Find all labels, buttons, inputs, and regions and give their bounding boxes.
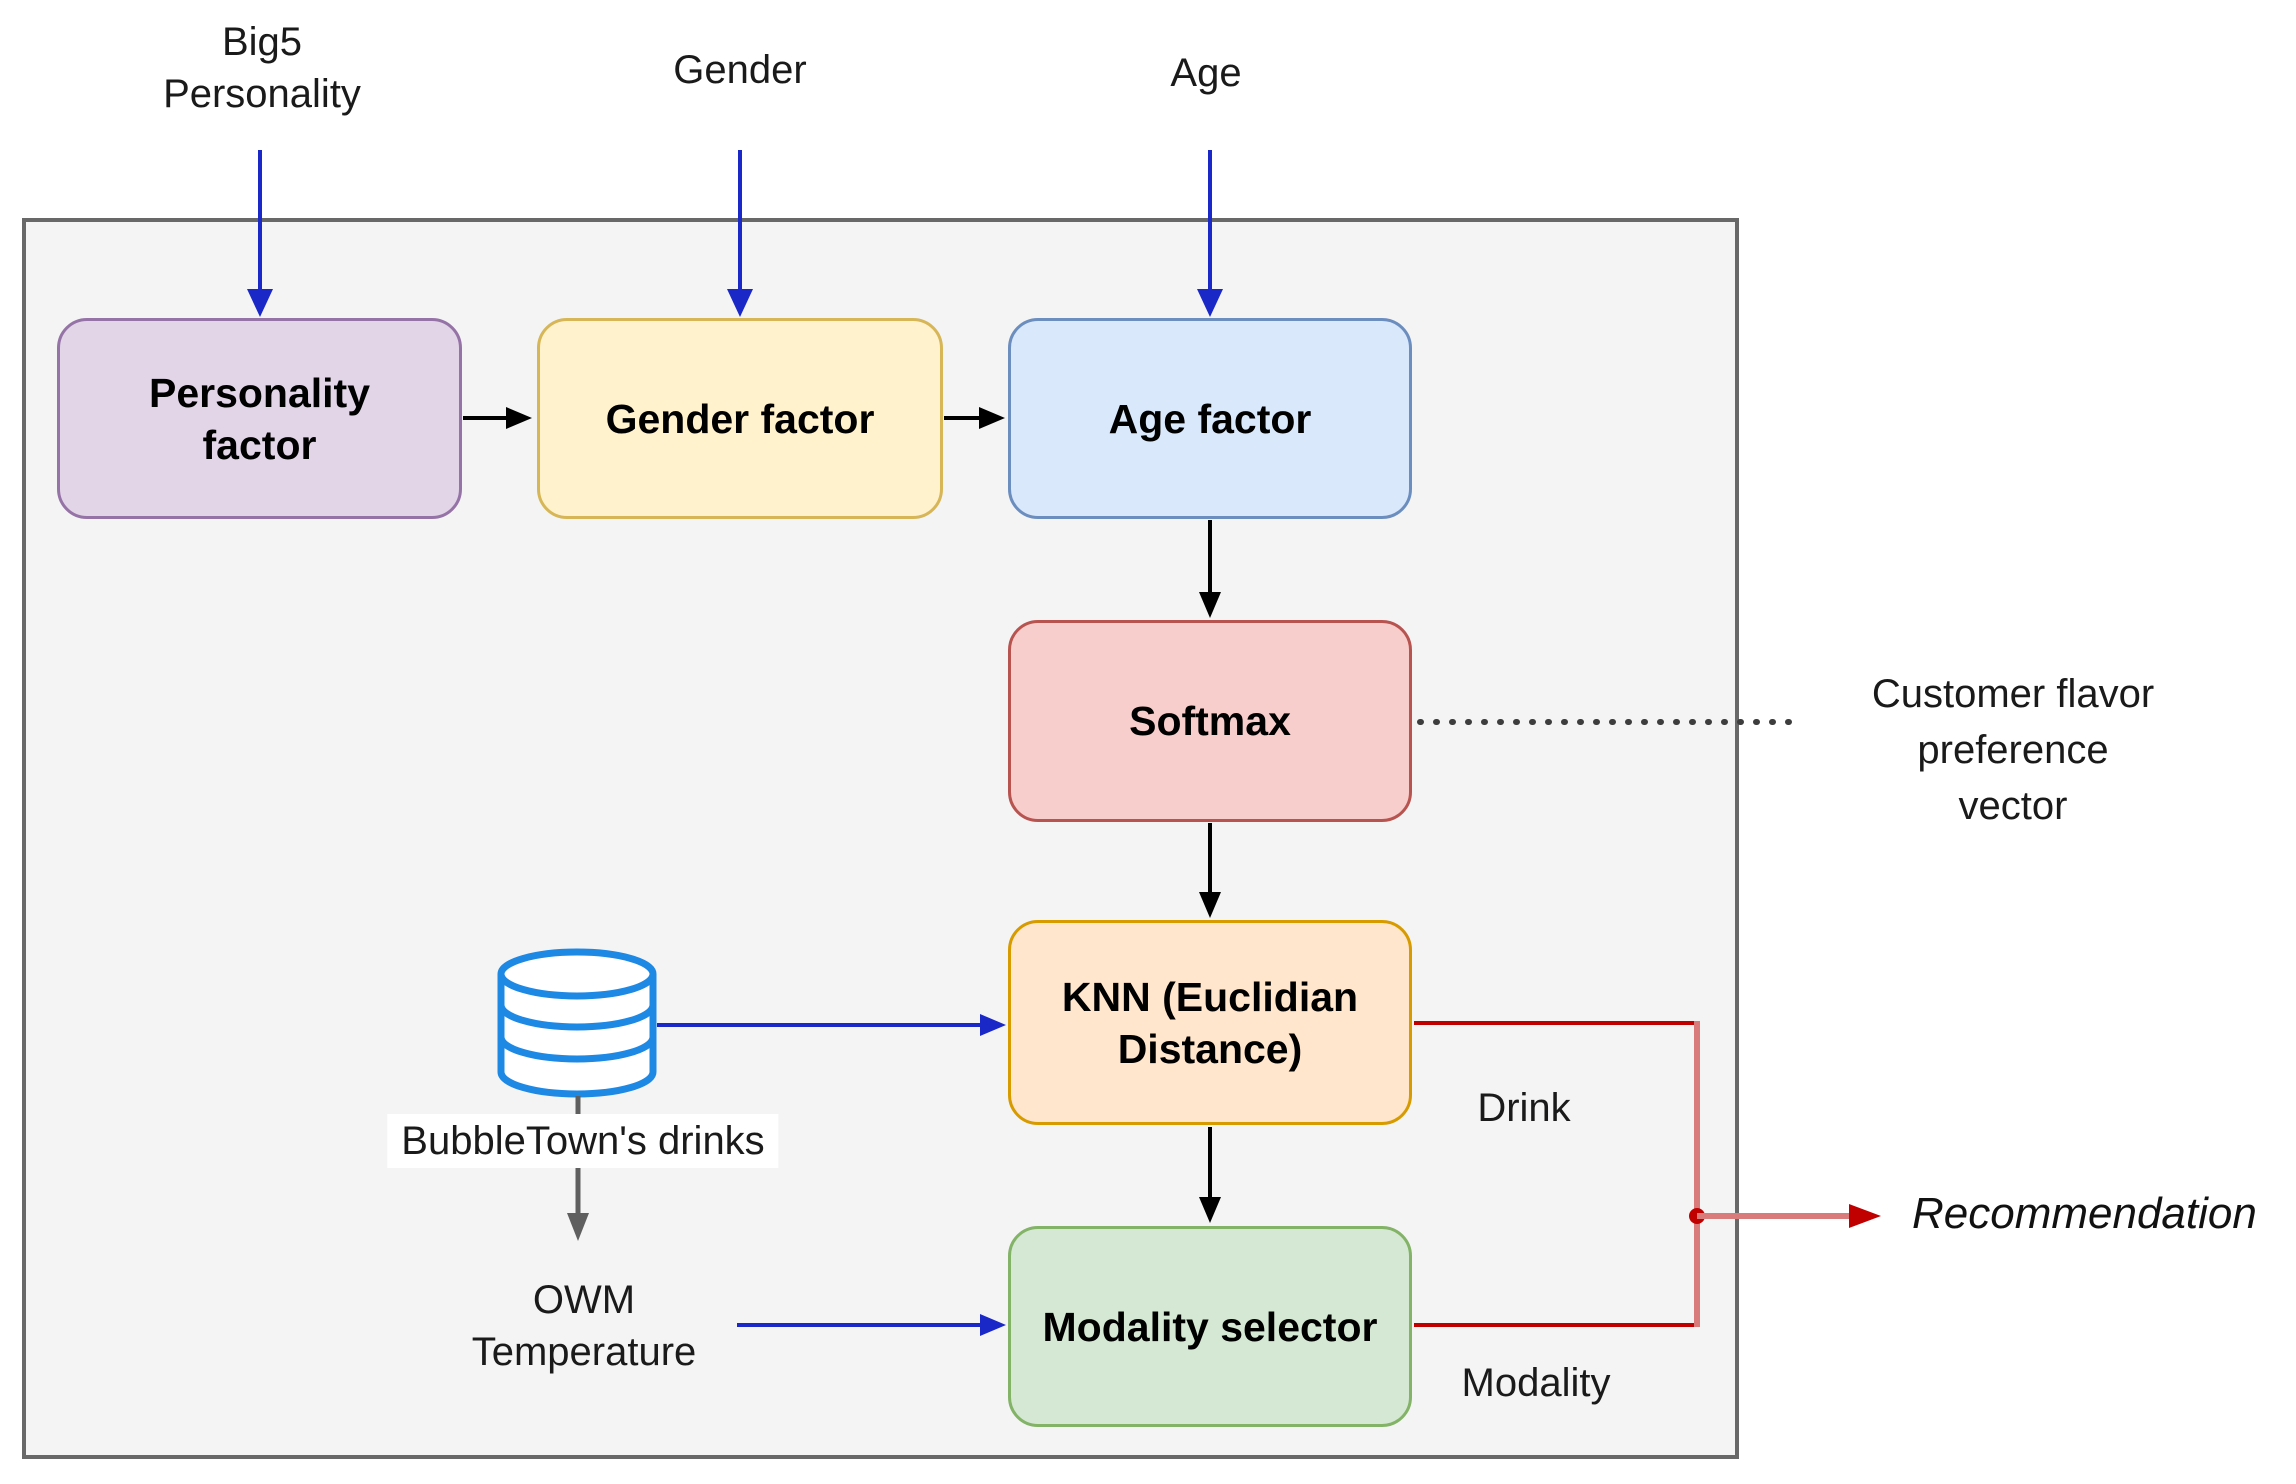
edge-label-drink: Drink: [1477, 1086, 1571, 1130]
node-modality-selector: Modality selector: [1008, 1226, 1412, 1427]
input-label-big5-personality: Big5 Personality: [163, 20, 361, 116]
edge-label-modality: Modality: [1461, 1361, 1611, 1405]
arrow-gender-to-age-factor: [944, 407, 1005, 429]
label-bubbletown-drinks: BubbleTown's drinks: [387, 1114, 779, 1168]
arrow-age-to-age-factor: [1197, 150, 1223, 317]
node-gender-factor: Gender factor: [537, 318, 943, 519]
arrow-personality-to-gender-factor: [463, 407, 532, 429]
node-label: Gender factor: [605, 395, 875, 442]
input-label-age: Age: [1170, 51, 1242, 95]
node-softmax: Softmax: [1008, 620, 1412, 822]
node-label: Personality factor: [148, 369, 371, 468]
node-label: KNN (Euclidian Distance): [1061, 973, 1359, 1072]
arrow-big5-to-personality-factor: [247, 150, 273, 317]
node-personality-factor: Personality factor: [57, 318, 462, 519]
arrow-to-recommendation: [1697, 1204, 1881, 1228]
arrow-database-to-knn: [657, 1014, 1006, 1036]
node-label: Softmax: [1129, 698, 1291, 744]
arrow-knn-to-modality-selector: [1199, 1127, 1221, 1223]
label-owm-temperature: OWM Temperature: [471, 1278, 697, 1374]
node-knn-euclidian-distance: KNN (Euclidian Distance): [1008, 920, 1412, 1125]
arrow-softmax-to-knn: [1199, 823, 1221, 918]
annotation-customer-flavor-preference-vector: Customer flavor preference vector: [1871, 672, 2155, 828]
node-label: Age factor: [1108, 395, 1312, 442]
database-icon: [497, 948, 657, 1098]
arrow-gender-to-gender-factor: [727, 150, 753, 317]
arrow-age-factor-to-softmax: [1199, 520, 1221, 618]
node-age-factor: Age factor: [1008, 318, 1412, 519]
arrow-owm-temperature-to-modality-selector: [737, 1314, 1006, 1336]
output-label-recommendation: Recommendation: [1912, 1189, 2257, 1238]
node-label: Modality selector: [1042, 1303, 1378, 1350]
input-label-gender: Gender: [673, 48, 807, 92]
